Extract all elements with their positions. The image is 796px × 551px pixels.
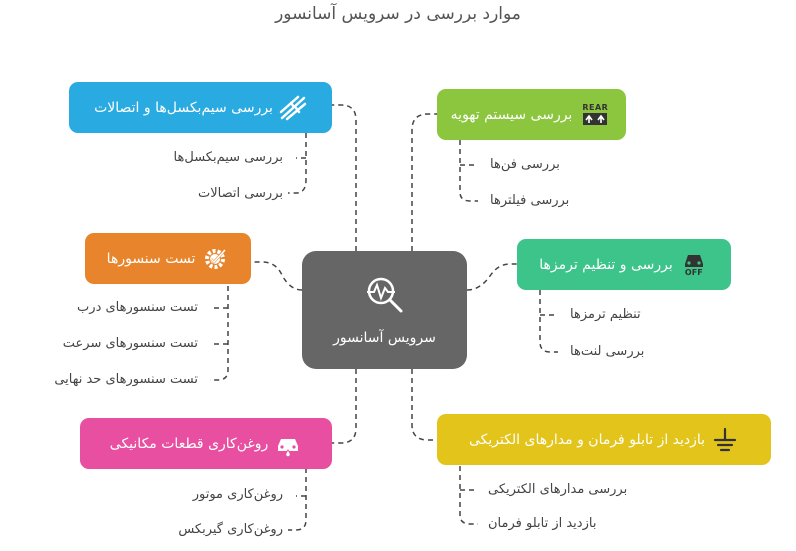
leaf-cables-2: بررسی اتصالات bbox=[197, 186, 283, 201]
brake-off-icon: OFF bbox=[679, 251, 709, 279]
link-brakes-leaves bbox=[539, 290, 558, 353]
leaf-lubrication-1: روغن‌کاری موتور bbox=[192, 487, 283, 502]
branch-cables-label: بررسی سیم‌بکسل‌ها و اتصالات bbox=[94, 99, 273, 116]
leaf-lubrication-2: روغن‌کاری گیربکس bbox=[178, 522, 283, 537]
link-cables-leaves bbox=[288, 133, 307, 194]
branch-sensors-label: تست سنسورها bbox=[106, 250, 196, 267]
leaf-brakes-2: بررسی لنت‌ها bbox=[570, 344, 645, 359]
branch-sensors[interactable]: تست سنسورها bbox=[85, 233, 251, 284]
center-node[interactable]: سرویس آسانسور bbox=[302, 251, 467, 369]
link-lubrication-leaves bbox=[288, 468, 307, 531]
rear-vent-icon: REAR bbox=[578, 101, 612, 129]
link-ventilation-leaves bbox=[459, 140, 478, 202]
link-center-lubrication bbox=[332, 369, 357, 444]
branch-ventilation-label: بررسی سیستم تهویه bbox=[450, 106, 573, 123]
leaf-electrical-1: بررسی مدارهای الکتریکی bbox=[488, 482, 628, 497]
leaf-sensors-1: تست سنسورهای درب bbox=[77, 300, 198, 315]
leaf-electrical-2: بازدید از تابلو فرمان bbox=[488, 516, 597, 531]
diagram-title: موارد بررسی در سرویس آسانسور bbox=[275, 4, 521, 24]
cables-icon bbox=[279, 94, 307, 122]
link-center-sensors bbox=[251, 261, 303, 291]
ground-icon bbox=[711, 426, 739, 454]
branch-brakes-label: بررسی و تنظیم ترمزها bbox=[539, 256, 673, 273]
link-electrical-leaves bbox=[459, 466, 478, 525]
link-center-cables bbox=[332, 104, 357, 251]
branch-electrical[interactable]: بازدید از تابلو فرمان و مدارهای الکتریکی bbox=[437, 414, 771, 465]
branch-lubrication-label: روغن‌کاری قطعات مکانیکی bbox=[109, 435, 269, 452]
center-label: سرویس آسانسور bbox=[333, 330, 436, 346]
gear-check-icon bbox=[201, 245, 229, 273]
branch-brakes[interactable]: OFF بررسی و تنظیم ترمزها bbox=[517, 239, 731, 290]
leaf-sensors-2: تست سنسورهای سرعت bbox=[62, 336, 198, 351]
link-center-electrical bbox=[411, 369, 437, 441]
leaf-ventilation-1: بررسی فن‌ها bbox=[490, 157, 560, 172]
branch-ventilation[interactable]: REAR بررسی سیستم تهویه bbox=[437, 89, 626, 140]
link-center-ventilation bbox=[411, 113, 437, 251]
leaf-ventilation-2: بررسی فیلترها bbox=[490, 193, 570, 208]
branch-lubrication[interactable]: روغن‌کاری قطعات مکانیکی bbox=[80, 418, 332, 469]
rear-vent-icon-text: REAR bbox=[582, 103, 609, 112]
leaf-cables-1: بررسی سیم‌بکسل‌ها bbox=[173, 150, 283, 165]
branch-cables[interactable]: بررسی سیم‌بکسل‌ها و اتصالات bbox=[69, 82, 332, 133]
branch-electrical-label: بازدید از تابلو فرمان و مدارهای الکتریکی bbox=[468, 431, 706, 448]
oil-car-icon bbox=[274, 430, 302, 458]
link-center-brakes bbox=[466, 263, 517, 291]
brake-off-icon-text: OFF bbox=[684, 268, 703, 277]
leaf-brakes-1: تنظیم ترمزها bbox=[570, 307, 641, 322]
leaf-sensors-3: تست سنسورهای حد نهایی bbox=[54, 372, 198, 387]
link-sensors-leaves bbox=[210, 286, 229, 381]
magnifier-pulse-icon bbox=[363, 274, 407, 318]
